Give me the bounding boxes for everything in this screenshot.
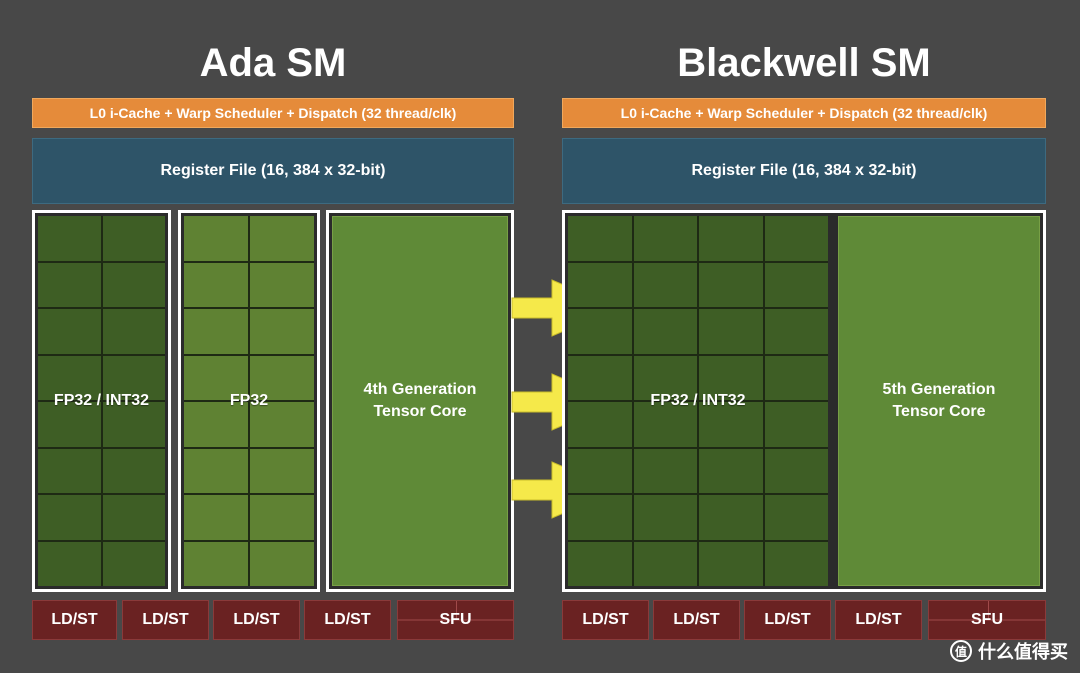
blackwell-fp32-int32-cell [699, 355, 763, 400]
ada-fp32-cell [250, 541, 314, 586]
ada-fp32-cell [250, 355, 314, 400]
ada-fp32-cell [250, 402, 314, 447]
ada-fp32-int32-cell [38, 309, 101, 354]
blackwell-fp32-int32-cell [633, 262, 697, 307]
blackwell-tensor-core-line1: 5th Generation [882, 381, 996, 398]
ada-fp32-int32-cell [38, 495, 101, 540]
blackwell-fp32-int32-cell [633, 495, 697, 540]
ada-fp32-cell [250, 262, 314, 307]
ada-fp32-cell [250, 309, 314, 354]
blackwell-fp32-int32-cell [568, 355, 632, 400]
blackwell-ldst-unit-1: LD/ST [562, 600, 649, 640]
ada-fp32-int32-cell [102, 495, 165, 540]
blackwell-fp32-int32-cell [764, 402, 828, 447]
blackwell-fp32-int32-cell [568, 495, 632, 540]
blackwell-fp32-int32-cell [633, 402, 697, 447]
watermark-logo-icon: 值 [950, 640, 972, 662]
ada-fp32-int32-cell [102, 262, 165, 307]
ada-fp32-int32-cell [38, 216, 101, 261]
blackwell-fp32-int32-cell [633, 448, 697, 493]
ada-register-file: Register File (16, 384 x 32-bit) [32, 138, 514, 204]
ada-fp32-int32-cell [102, 402, 165, 447]
ada-fp32-int32-cell [38, 262, 101, 307]
blackwell-fp32-int32-cell [568, 216, 632, 261]
blackwell-fp32-int32-cell [568, 402, 632, 447]
blackwell-fp32-int32-cell [764, 355, 828, 400]
blackwell-fp32-int32-cell [699, 216, 763, 261]
ada-fp32-block: FP32 [178, 210, 320, 592]
ada-fp32-int32-cell [38, 355, 101, 400]
ada-fp32-int32-cell [38, 448, 101, 493]
blackwell-fp32-int32-cell [633, 309, 697, 354]
ada-fp32-cell [184, 262, 248, 307]
ada-tensor-core-line2: Tensor Core [373, 403, 467, 420]
blackwell-fp32-int32-cell [568, 262, 632, 307]
ada-fp32-int32-cell [38, 402, 101, 447]
ada-ldst-unit-1: LD/ST [32, 600, 117, 640]
ada-fp32-grid [184, 216, 314, 586]
blackwell-sfu-label: SFU [971, 611, 1003, 628]
ada-ldst-unit-3: LD/ST [213, 600, 300, 640]
blackwell-ldst-unit-2: LD/ST [653, 600, 740, 640]
blackwell-main-block: FP32 / INT32 5th Generation Tensor Core [562, 210, 1046, 592]
ada-fp32-cell [250, 216, 314, 261]
ada-tensor-core: 4th Generation Tensor Core [332, 216, 508, 586]
blackwell-fp32-int32-cell [699, 309, 763, 354]
ada-sfu-label: SFU [439, 611, 472, 628]
blackwell-tensor-core-line2: Tensor Core [892, 403, 986, 420]
ada-fp32-cell [184, 541, 248, 586]
ada-fp32-int32-block: FP32 / INT32 [32, 210, 171, 592]
ada-fp32-int32-cell [102, 355, 165, 400]
ada-tensor-core-block: 4th Generation Tensor Core [326, 210, 514, 592]
ada-fp32-int32-cell [38, 541, 101, 586]
ada-cache-scheduler-bar: L0 i-Cache + Warp Scheduler + Dispatch (… [32, 98, 514, 128]
ada-fp32-int32-cell [102, 309, 165, 354]
blackwell-fp32-int32-cell [764, 495, 828, 540]
ada-sm-title: Ada SM [199, 41, 347, 85]
blackwell-fp32-int32-cell [568, 309, 632, 354]
blackwell-fp32-int32-cell [633, 216, 697, 261]
ada-fp32-int32-cell [102, 448, 165, 493]
blackwell-fp32-int32-cell [699, 448, 763, 493]
blackwell-fp32-int32-cell [568, 541, 632, 586]
blackwell-fp32-int32-cell [764, 216, 828, 261]
ada-fp32-int32-cell [102, 541, 165, 586]
blackwell-cache-scheduler-bar: L0 i-Cache + Warp Scheduler + Dispatch (… [562, 98, 1046, 128]
blackwell-fp32-int32-cell [764, 262, 828, 307]
blackwell-fp32-int32-cell [764, 448, 828, 493]
blackwell-fp32-int32-cell [633, 355, 697, 400]
ada-fp32-cell [184, 355, 248, 400]
blackwell-ldst-unit-4: LD/ST [835, 600, 922, 640]
blackwell-fp32-int32-cell [699, 402, 763, 447]
ada-fp32-cell [250, 495, 314, 540]
blackwell-sfu-unit: SFU [928, 600, 1046, 640]
blackwell-fp32-int32-cell [764, 309, 828, 354]
ada-fp32-cell [184, 216, 248, 261]
blackwell-fp32-int32-grid [568, 216, 828, 586]
ada-sfu-unit: SFU [397, 600, 514, 640]
blackwell-fp32-int32-cell [699, 541, 763, 586]
ada-fp32-cell [184, 309, 248, 354]
blackwell-register-file: Register File (16, 384 x 32-bit) [562, 138, 1046, 204]
ada-ldst-unit-4: LD/ST [304, 600, 391, 640]
blackwell-sm-title: Blackwell SM [677, 41, 931, 85]
blackwell-fp32-int32-cell [764, 541, 828, 586]
blackwell-ldst-unit-3: LD/ST [744, 600, 831, 640]
blackwell-fp32-int32-cell [699, 495, 763, 540]
ada-fp32-int32-cell [102, 216, 165, 261]
watermark-text: 什么值得买 [978, 642, 1068, 662]
blackwell-fp32-int32-cell [699, 262, 763, 307]
ada-tensor-core-line1: 4th Generation [363, 381, 477, 398]
watermark: 值 什么值得买 [950, 636, 1068, 666]
ada-ldst-unit-2: LD/ST [122, 600, 209, 640]
ada-fp32-cell [184, 448, 248, 493]
blackwell-fp32-int32-cell [633, 541, 697, 586]
blackwell-fp32-int32-cell [568, 448, 632, 493]
ada-fp32-cell [184, 495, 248, 540]
ada-fp32-cell [250, 448, 314, 493]
ada-fp32-cell [184, 402, 248, 447]
ada-fp32-int32-grid [38, 216, 165, 586]
blackwell-tensor-core: 5th Generation Tensor Core [838, 216, 1040, 586]
